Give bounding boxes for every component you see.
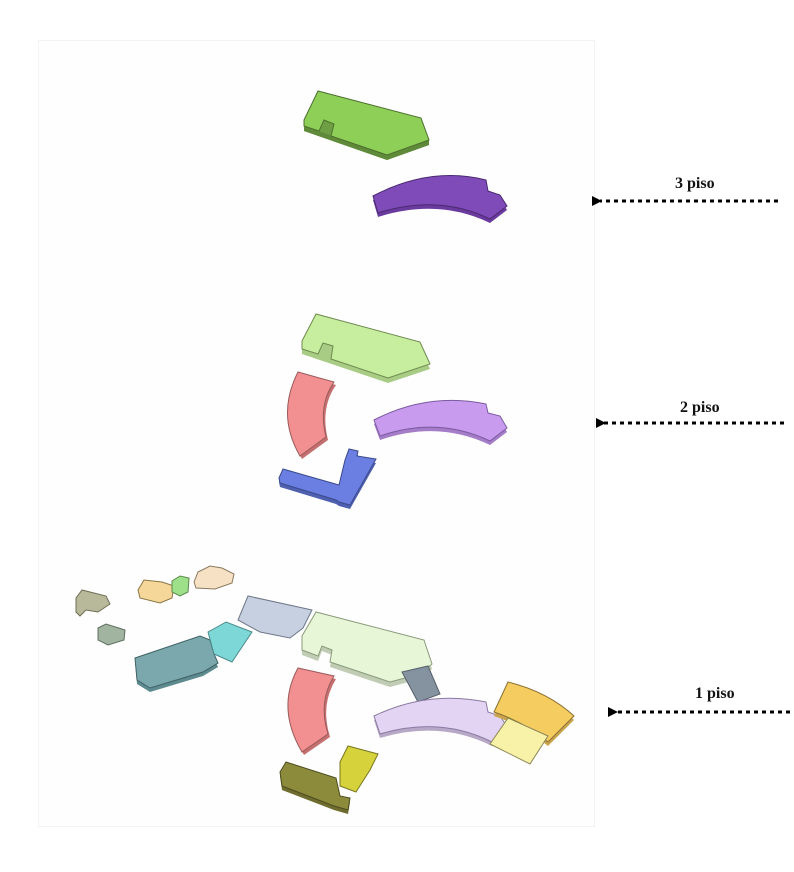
label-floor-3: 3 piso	[592, 175, 778, 206]
floor2-blue-l-top	[278, 448, 377, 506]
floor2-red-arc	[287, 371, 336, 459]
floor1-slate-connector	[401, 665, 441, 703]
floor3-wing-top	[303, 90, 430, 156]
floor1-grey-green-block	[97, 623, 126, 646]
floor1-lavender-arc	[373, 697, 509, 743]
label-floor-2: 2 piso	[596, 399, 784, 428]
floor-3-label: 3 piso	[675, 175, 715, 192]
floor-2-group	[278, 313, 508, 509]
floor1-lime-block	[171, 575, 190, 597]
floor2-blue-l	[278, 448, 377, 509]
floor3-arc-top	[372, 175, 508, 220]
floor3-purple-arc	[372, 175, 508, 223]
floor1-teal-block	[134, 635, 219, 689]
floor1-tan-block	[137, 579, 175, 604]
floor1-olive-l	[279, 761, 351, 811]
floor2-purple-arc-top	[373, 399, 508, 442]
floor3-green-wing	[303, 90, 430, 160]
floor1-pale-yellow-block	[489, 717, 549, 765]
floor1-khaki-block	[75, 589, 111, 617]
floor-3-group	[303, 90, 508, 223]
floor2-purple-arc	[373, 399, 508, 445]
floor1-yellow-block	[339, 745, 379, 793]
floor1-green-wing	[301, 611, 433, 683]
floor2-wing-top	[301, 313, 431, 379]
floor1-peach-block	[193, 565, 235, 590]
floor-1-group	[75, 565, 575, 814]
label-floor-1: 1 piso	[608, 685, 790, 717]
floor1-bluegrey-block	[237, 595, 313, 639]
floor-1-label: 1 piso	[695, 685, 735, 702]
floor-2-label: 2 piso	[680, 399, 720, 416]
floor1-cyan-block	[207, 621, 253, 663]
floor2-red-arc-top	[287, 371, 335, 457]
floor1-gold-block	[493, 681, 575, 743]
floor1-red-arc	[287, 667, 335, 753]
floor2-green-wing	[301, 313, 431, 383]
